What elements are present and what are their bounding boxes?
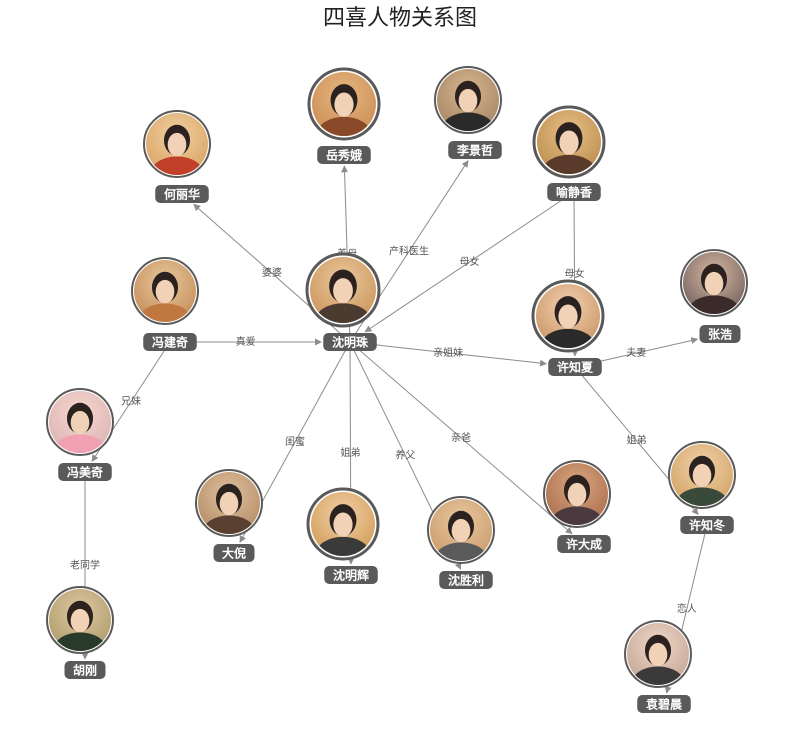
man-portrait-icon [134,260,196,322]
man-portrait-icon [437,69,499,131]
man-portrait-icon [683,252,745,314]
node-lijingzhe[interactable]: 李景哲 [434,66,502,159]
edge-label: 亲姐妹 [433,346,463,359]
name-badge [64,661,106,679]
man-portrait-icon [430,499,492,561]
node-xudacheng[interactable]: 许大成 [543,460,611,553]
name-badge [637,695,691,713]
name-badge [699,325,741,343]
node-name: 沈胜利 [448,573,484,588]
node-name: 沈明辉 [333,568,369,583]
name-badge [323,333,377,351]
woman-portrait-icon [536,284,600,348]
name-badge [324,566,378,584]
name-badge [557,535,611,553]
node-yujingxiang[interactable]: 喻静香 [532,105,606,201]
man-portrait-icon [49,589,111,651]
node-fengmeiqi[interactable]: 冯美奇 [46,388,114,481]
node-helihua[interactable]: 何丽华 [143,110,211,203]
edge-label: 夫妻 [626,346,646,359]
edge-label: 母女 [460,255,480,268]
name-badge [547,183,601,201]
edge-shenmingzhu-xudacheng: 亲爸 [349,341,573,535]
node-xuzhixia[interactable]: 许知夏 [531,279,605,376]
edge-label: 婆婆 [262,267,282,279]
node-name: 许大成 [566,537,602,552]
edge-label: 产科医生 [389,244,429,257]
node-name: 许知夏 [557,360,594,375]
name-badge [448,141,502,159]
name-badge [143,333,197,351]
node-name: 张浩 [708,327,732,342]
edge-label: 恋人 [677,602,697,615]
edge-label: 亲爸 [451,431,471,444]
man-portrait-icon [671,444,733,506]
name-badge [439,571,493,589]
node-zhanghao[interactable]: 张浩 [680,249,748,343]
node-name: 冯建奇 [152,335,188,350]
name-badge [680,516,734,534]
node-yuexiue[interactable]: 岳秀娥 [307,67,381,164]
node-fengjianqi[interactable]: 冯建奇 [131,257,199,351]
chart-title: 四喜人物关系图 [323,6,477,31]
node-name: 胡刚 [73,663,97,678]
edge-label: 闺蜜 [285,435,305,448]
man-portrait-icon [311,492,375,556]
edge-label: 母女 [564,267,584,280]
edge-label: 姐弟 [627,434,647,447]
woman-portrait-icon [627,623,689,685]
woman-portrait-icon [312,72,376,136]
woman-portrait-icon [146,113,208,175]
edge-line [349,341,573,535]
node-name: 岳秀娥 [326,148,362,163]
node-name: 袁碧晨 [645,697,683,712]
woman-portrait-icon [537,110,601,174]
edges-layer: 养母产科医生婆婆母女母女真爱亲姐妹夫妻姐弟兄妹闺蜜姐弟养父亲爸老同学恋人 [70,160,708,694]
edge-shenmingzhu-xuzhixia: 亲姐妹 [349,341,547,367]
node-shenminghui[interactable]: 沈明辉 [306,487,380,584]
woman-portrait-icon [49,391,111,453]
edge-label: 姐弟 [340,446,360,459]
woman-portrait-icon [310,257,376,323]
edge-label: 真爱 [236,335,256,348]
node-yuanbichen[interactable]: 袁碧晨 [624,620,692,713]
edge-label: 养父 [395,449,415,462]
man-portrait-icon [546,463,608,525]
node-name: 大倪 [222,546,246,561]
node-name: 沈明珠 [332,335,369,350]
edge-line [349,341,547,367]
node-shenshengli[interactable]: 沈胜利 [427,496,495,589]
node-name: 李景哲 [456,143,493,158]
node-name: 何丽华 [164,187,200,202]
edge-yujingxiang-shenmingzhu: 母女 [364,191,575,333]
node-hugang[interactable]: 胡刚 [46,586,114,679]
woman-portrait-icon [198,472,260,534]
node-name: 许知冬 [689,518,725,533]
name-badge [155,185,209,203]
node-xuzhidong[interactable]: 许知冬 [668,441,736,534]
name-badge [213,544,255,562]
name-badge [317,146,371,164]
edge-line [364,191,575,333]
node-name: 喻静香 [556,185,592,200]
edge-label: 老同学 [70,559,100,572]
name-badge [58,463,112,481]
node-shenmingzhu[interactable]: 沈明珠 [305,252,381,351]
edge-label: 兄妹 [121,396,141,408]
node-daning[interactable]: 大倪 [195,469,263,562]
node-name: 冯美奇 [67,465,103,480]
name-badge [548,358,602,376]
